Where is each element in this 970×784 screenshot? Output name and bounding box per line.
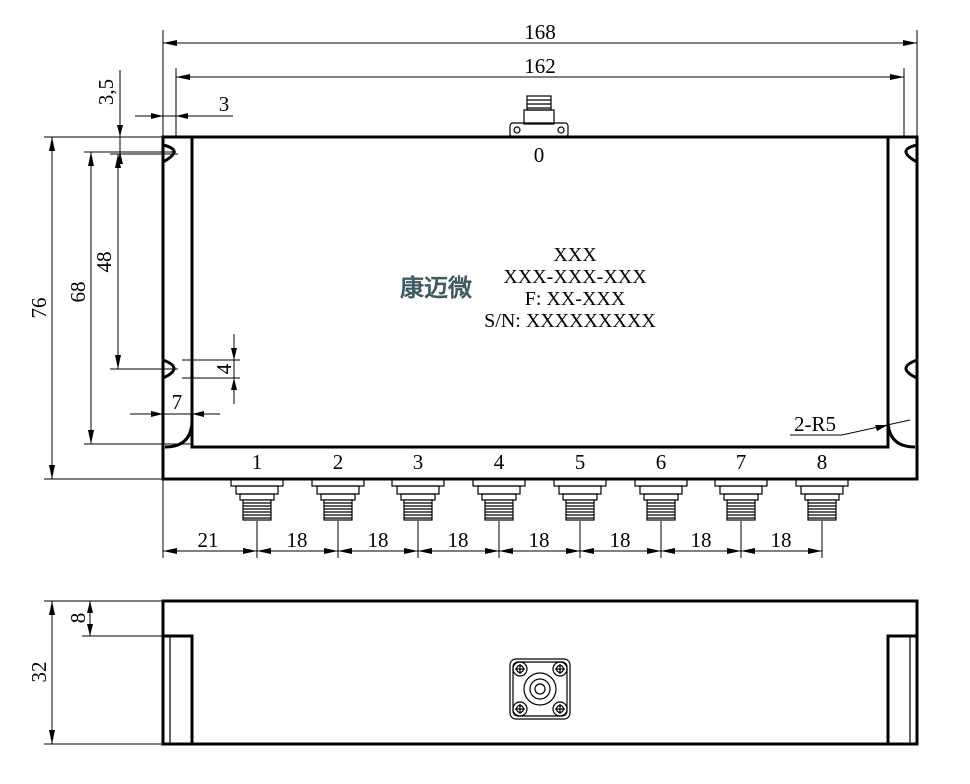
dim-port-spacing: 21 18 18 18 18 18 18 18	[162, 479, 823, 558]
dim-pitch-5: 18	[610, 528, 631, 552]
housing-top-view	[161, 135, 919, 481]
product-label: 康迈微 XXX XXX-XXX-XXX F: XX-XXX S/N: XXXXX…	[400, 244, 656, 332]
dim-pitch-7: 18	[771, 528, 792, 552]
dim-side-thickness: 8	[66, 600, 163, 637]
dim-first-port-offset-value: 21	[198, 528, 219, 552]
dim-overall-height-value: 76	[27, 298, 51, 319]
housing-side-view	[161, 599, 919, 746]
dim-pitch-1: 18	[287, 528, 308, 552]
dim-slot-span-outer: 68	[66, 151, 192, 445]
dim-ear-width: 3	[135, 92, 233, 119]
dim-corner-radius-value: 2-R5	[794, 412, 836, 436]
port-label-4: 4	[494, 450, 505, 474]
mounting-flange	[161, 135, 919, 481]
dim-ear-offset-value: 3,5	[94, 79, 118, 105]
input-connector	[509, 95, 569, 138]
dim-pitch-2: 18	[368, 528, 389, 552]
output-connectors	[230, 478, 849, 521]
dim-slot-span-inner: 48	[92, 153, 178, 370]
dim-ear-depth-value: 7	[172, 390, 183, 414]
dim-pitch-3: 18	[448, 528, 469, 552]
label-line-1: XXX	[553, 244, 597, 266]
port-label-5: 5	[575, 450, 586, 474]
dim-slot-span-inner-value: 48	[92, 252, 116, 273]
label-line-4: S/N: XXXXXXXXX	[484, 310, 656, 332]
connector-flange-face	[509, 658, 571, 720]
dim-ear-width-value: 3	[219, 92, 230, 116]
dim-overall-length: 168	[162, 20, 918, 137]
dim-slot-span-outer-value: 68	[66, 282, 90, 303]
port-label-8: 8	[817, 450, 828, 474]
dim-side-thickness-value: 8	[66, 613, 90, 624]
port-label-1: 1	[252, 450, 263, 474]
label-line-2: XXX-XXX-XXX	[503, 266, 647, 288]
port-label-7: 7	[736, 450, 747, 474]
port-label-3: 3	[413, 450, 424, 474]
dim-slot-width: 4	[182, 334, 240, 404]
label-line-3: F: XX-XXX	[525, 288, 626, 310]
dim-ear-depth: 7	[130, 390, 220, 417]
port-label-2: 2	[333, 450, 344, 474]
dim-pitch-6: 18	[691, 528, 712, 552]
dim-body-length-value: 162	[524, 54, 556, 78]
dim-overall-height: 76	[27, 136, 163, 480]
brand-logo: 康迈微	[400, 274, 472, 302]
dim-pitch-4: 18	[529, 528, 550, 552]
dim-slot-width-value: 4	[212, 363, 236, 374]
dim-side-height-value: 32	[27, 662, 51, 683]
dim-corner-radius: 2-R5	[790, 412, 911, 436]
dim-body-length: 162	[175, 54, 905, 137]
output-port-labels: 1 2 3 4 5 6 7 8	[252, 450, 828, 474]
dim-overall-length-value: 168	[524, 20, 556, 44]
port-label-input: 0	[534, 143, 545, 167]
port-label-6: 6	[656, 450, 667, 474]
dim-side-height: 32	[27, 600, 163, 745]
